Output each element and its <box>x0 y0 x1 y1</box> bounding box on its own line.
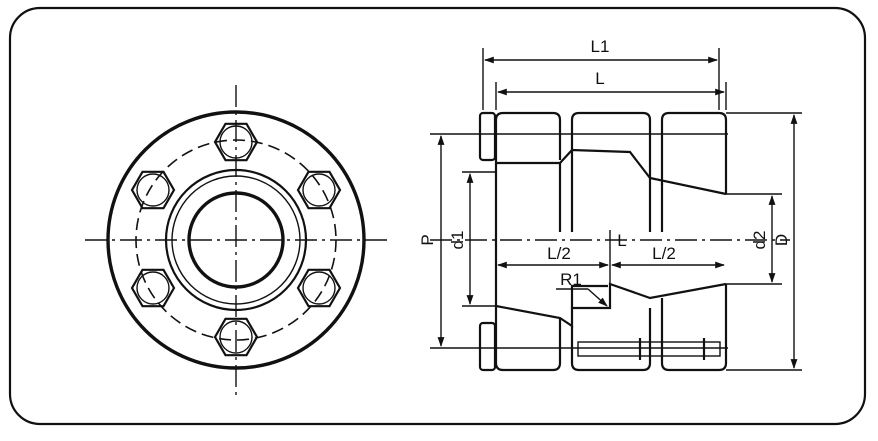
ring-middle-bottom <box>570 308 652 372</box>
bolt-hex-upper-right <box>296 170 342 210</box>
dim-P-label: P <box>418 234 437 245</box>
bolt-circle <box>135 139 337 341</box>
bolt-hex-bottom <box>213 317 259 357</box>
dim-R1-label: R1 <box>560 270 582 289</box>
dim-L-label: L <box>595 69 604 88</box>
bolt-hex-lower-right <box>296 268 342 308</box>
flange-outer-circle <box>106 110 366 370</box>
drawing-frame <box>8 6 867 426</box>
dim-L-half-right-label: L/2 <box>652 244 676 263</box>
dim-L-center-label: L <box>617 231 626 250</box>
side-view: L1 L P d1 d2 D L/2 L L/2 <box>418 37 802 372</box>
bolt-hex-lower-left <box>130 268 176 308</box>
bolt-head-top <box>478 111 497 162</box>
dim-D-label: D <box>772 234 791 246</box>
dim-L1-label: L1 <box>591 37 610 56</box>
ring-left-top <box>494 111 562 240</box>
bolt-hex-upper-left <box>130 170 176 210</box>
ring-right-bottom <box>660 284 728 372</box>
ring-middle-top <box>570 111 652 178</box>
dim-d2-label: d2 <box>750 231 769 250</box>
bolt-head-bottom <box>478 321 497 372</box>
dim-R1-leader <box>587 288 608 307</box>
bolt-shank-bottom <box>577 341 721 357</box>
hub-circle-outer <box>164 168 308 312</box>
ring-right-top <box>660 111 728 194</box>
front-view <box>85 85 388 396</box>
bore-profile-bottom <box>495 282 727 329</box>
bore-circle <box>187 191 285 289</box>
bolt-hex-top <box>213 122 259 162</box>
ring-left-bottom <box>494 240 562 372</box>
dim-L-half-left-label: L/2 <box>547 244 571 263</box>
dim-d1-label: d1 <box>448 231 467 250</box>
bore-profile-top <box>496 148 727 196</box>
bore-inner-step <box>570 284 608 308</box>
hub-circle-middle <box>171 175 301 305</box>
